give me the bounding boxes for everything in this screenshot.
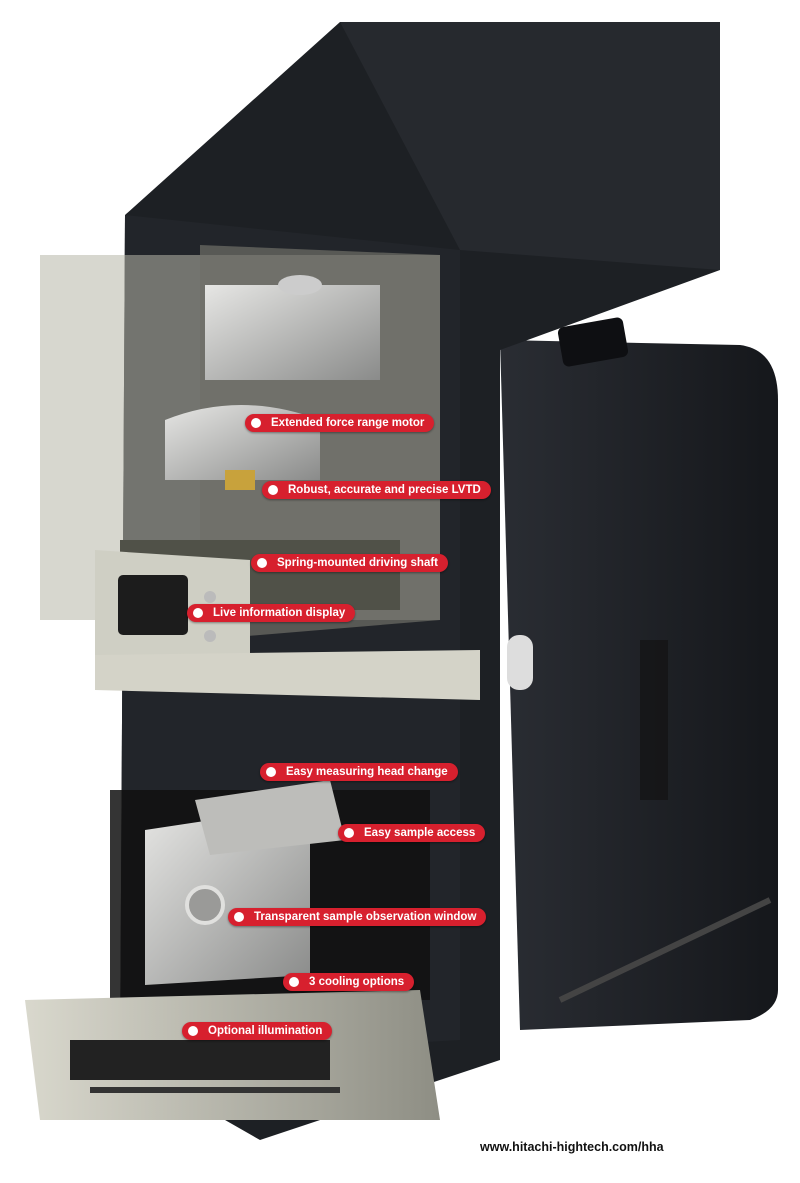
callout-lvtd: Robust, accurate and precise LVTD — [262, 481, 491, 499]
callout-dot-icon — [234, 912, 244, 922]
callout-observation-window: Transparent sample observation window — [228, 908, 487, 926]
callout-label: Extended force range motor — [271, 417, 425, 429]
info-display-screen — [118, 575, 188, 635]
callout-label: Transparent sample observation window — [254, 911, 477, 923]
callout-cooling: 3 cooling options — [283, 973, 415, 991]
motor-pulley — [278, 275, 322, 295]
callout-sample-access: Easy sample access — [338, 824, 486, 842]
callout-dot-icon — [289, 977, 299, 987]
callout-dot-icon — [268, 485, 278, 495]
callout-label: Easy measuring head change — [286, 766, 448, 778]
head-ledge — [95, 650, 480, 700]
lvdt-coil — [225, 470, 255, 490]
callout-driving-shaft: Spring-mounted driving shaft — [251, 554, 448, 572]
website-url: www.hitachi-hightech.com/hha — [480, 1140, 664, 1154]
panel-button — [204, 591, 216, 603]
sample-chamber — [145, 805, 310, 985]
cabinet-top — [340, 22, 720, 270]
callout-dot-icon — [188, 1026, 198, 1036]
callout-force-motor: Extended force range motor — [245, 414, 435, 432]
callout-head-change: Easy measuring head change — [260, 763, 458, 781]
callout-dot-icon — [193, 608, 203, 618]
tower-tubing — [558, 897, 772, 1003]
callout-label: Live information display — [213, 607, 346, 619]
callout-label: 3 cooling options — [309, 976, 405, 988]
rear-tower — [500, 340, 778, 1030]
observation-window — [185, 885, 225, 925]
callout-dot-icon — [251, 418, 261, 428]
callout-label: Easy sample access — [364, 827, 476, 839]
callout-label: Robust, accurate and precise LVTD — [288, 484, 481, 496]
base-recess — [70, 1040, 330, 1080]
callout-label: Spring-mounted driving shaft — [277, 557, 438, 569]
status-light — [507, 635, 533, 690]
callout-dot-icon — [257, 558, 267, 568]
side-handle — [557, 317, 629, 367]
callout-dot-icon — [344, 828, 354, 838]
panel-button — [204, 630, 216, 642]
callout-dot-icon — [266, 767, 276, 777]
motor-block — [205, 285, 380, 380]
vent-grille — [640, 640, 668, 800]
callout-label: Optional illumination — [208, 1025, 323, 1037]
callout-info-display: Live information display — [187, 604, 356, 622]
sample-chamber-lid — [195, 780, 345, 855]
callout-illumination: Optional illumination — [182, 1022, 333, 1040]
